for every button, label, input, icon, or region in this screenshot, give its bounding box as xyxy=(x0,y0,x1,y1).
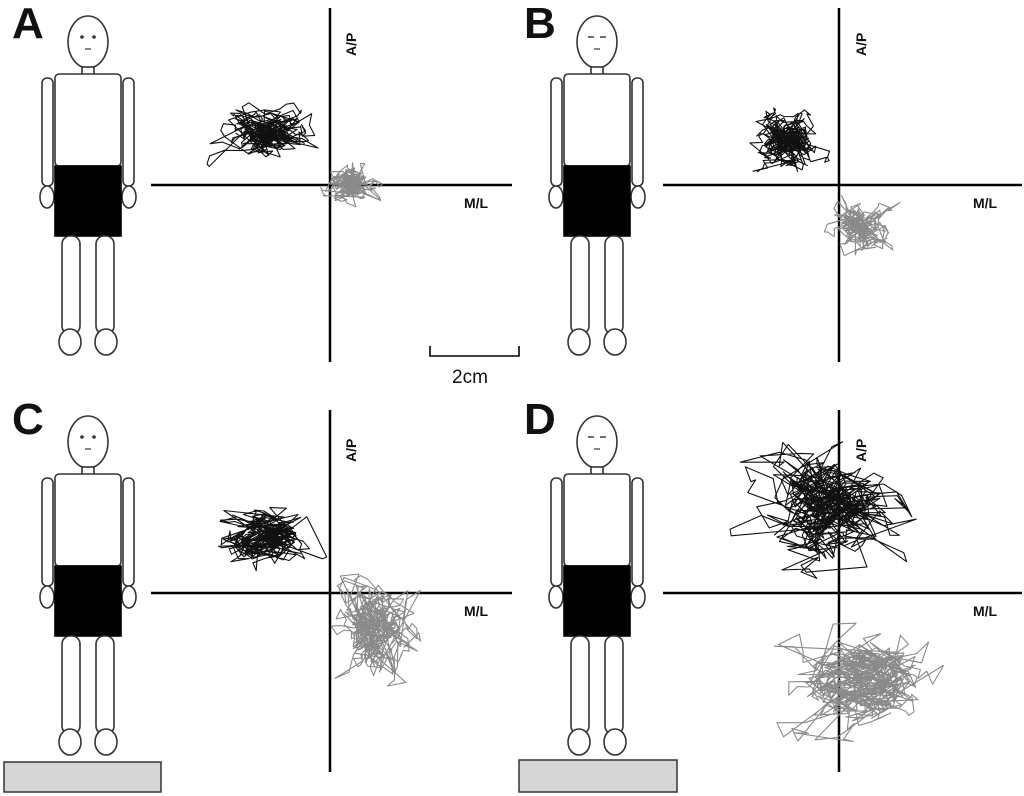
cop-trace-lower-a xyxy=(320,162,384,208)
right-arm xyxy=(122,477,135,587)
right-arm xyxy=(631,77,644,187)
sway-path xyxy=(729,441,917,579)
sway-path xyxy=(823,195,901,257)
right-hand xyxy=(630,185,646,209)
scale-bar-line xyxy=(429,346,520,357)
left-leg xyxy=(61,635,81,735)
right-leg xyxy=(95,635,115,735)
eye-right xyxy=(92,35,96,39)
ap-label-c: A/P xyxy=(343,439,359,462)
ml-label-a: M/L xyxy=(464,195,489,211)
left-hand xyxy=(548,185,564,209)
ml-label-d: M/L xyxy=(973,603,998,619)
torso xyxy=(563,73,631,167)
scale-bar-label: 2cm xyxy=(452,367,488,388)
standing-figure-c xyxy=(39,415,137,756)
sway-path xyxy=(330,573,422,687)
torso xyxy=(54,473,122,567)
sway-path xyxy=(773,622,945,743)
cop-trace-upper-b xyxy=(749,107,831,173)
left-hand xyxy=(39,585,55,609)
sway-path xyxy=(749,107,831,173)
panel-a: A A/P M/L xyxy=(12,0,512,362)
left-hand xyxy=(39,185,55,209)
left-leg xyxy=(570,235,590,335)
left-arm xyxy=(41,77,54,187)
torso xyxy=(563,473,631,567)
right-foot xyxy=(94,728,118,756)
standing-figure-a xyxy=(39,15,137,356)
shorts xyxy=(563,565,631,637)
torso xyxy=(54,73,122,167)
eye-left xyxy=(80,435,84,439)
left-arm xyxy=(550,77,563,187)
panel-letter-d: D xyxy=(524,395,556,444)
ml-label-c: M/L xyxy=(464,603,489,619)
sway-path xyxy=(320,162,384,208)
panel-letter-a: A xyxy=(12,0,44,48)
foam-platform-d xyxy=(518,759,678,793)
panel-c: C A/P M/L xyxy=(3,395,512,793)
cop-trace-upper-d xyxy=(729,441,917,579)
standing-figure-b xyxy=(548,15,646,356)
left-arm xyxy=(41,477,54,587)
right-foot xyxy=(94,328,118,356)
head xyxy=(67,15,109,69)
left-foot xyxy=(58,728,82,756)
head xyxy=(576,415,618,469)
cop-trace-upper-a xyxy=(206,102,319,167)
right-foot xyxy=(603,328,627,356)
ap-label-b: A/P xyxy=(853,33,869,56)
ml-label-b: M/L xyxy=(973,195,998,211)
panel-letter-b: B xyxy=(524,0,556,48)
eye-right xyxy=(92,435,96,439)
foam-platform-c xyxy=(3,761,162,793)
scale-bar: 2cm xyxy=(429,346,520,388)
panel-letter-c: C xyxy=(12,395,44,444)
right-hand xyxy=(121,585,137,609)
cop-trace-upper-c xyxy=(217,507,328,572)
cop-trace-lower-d xyxy=(773,622,945,743)
right-leg xyxy=(604,235,624,335)
ap-label-d: A/P xyxy=(853,439,869,462)
right-foot xyxy=(603,728,627,756)
left-hand xyxy=(548,585,564,609)
left-arm xyxy=(550,477,563,587)
head xyxy=(67,415,109,469)
head xyxy=(576,15,618,69)
left-foot xyxy=(58,328,82,356)
sway-path xyxy=(206,102,319,167)
ap-label-a: A/P xyxy=(343,33,359,56)
standing-figure-d xyxy=(548,415,646,756)
eye-left xyxy=(80,35,84,39)
shorts xyxy=(54,165,122,237)
left-leg xyxy=(61,235,81,335)
left-foot xyxy=(567,328,591,356)
shorts xyxy=(54,565,122,637)
right-arm xyxy=(122,77,135,187)
cop-trace-lower-b xyxy=(823,195,901,257)
right-leg xyxy=(95,235,115,335)
left-leg xyxy=(570,635,590,735)
cop-trace-lower-c xyxy=(330,573,422,687)
right-arm xyxy=(631,477,644,587)
panel-b: B A/P M/L xyxy=(524,0,1022,362)
right-hand xyxy=(121,185,137,209)
sway-path xyxy=(217,507,328,572)
left-foot xyxy=(567,728,591,756)
panel-d: D A/P M/L xyxy=(518,395,1022,793)
shorts xyxy=(563,165,631,237)
right-leg xyxy=(604,635,624,735)
right-hand xyxy=(630,585,646,609)
